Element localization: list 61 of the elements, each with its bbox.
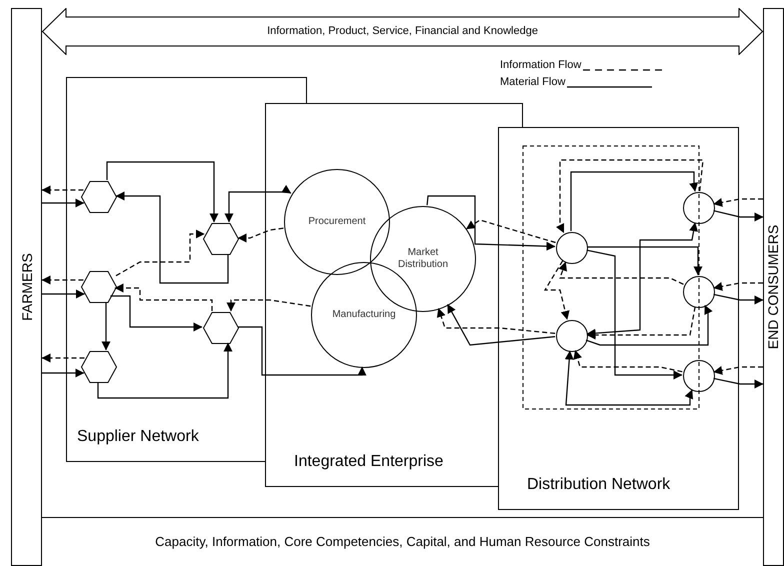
material-flow-arrow <box>587 246 702 276</box>
material-flow-arrow <box>97 342 232 399</box>
legend-label: Material Flow <box>500 77 566 88</box>
material-flow-arrow <box>713 210 764 222</box>
bar-label: END CONSUMERS <box>766 224 780 350</box>
arrow-label: Information, Product, Service, Financial and Knowledge <box>267 24 538 40</box>
information-flow-arrow <box>556 159 704 234</box>
panel-title: Integrated Enterprise <box>294 452 444 472</box>
information-flow-arrow <box>713 198 763 207</box>
information-flow-arrow <box>436 308 556 334</box>
circle-label: Manufacturing <box>332 308 396 322</box>
material-flow-arrow <box>238 326 366 376</box>
double-arrow-shape <box>42 8 763 55</box>
information-flow-arrow <box>226 299 311 312</box>
network-panel <box>265 103 498 487</box>
hexagon-node <box>81 271 117 303</box>
band-label: Capacity, Information, Core Competencies, Capital, and Human Resource Constraints <box>155 533 650 552</box>
hexagon-node <box>203 312 239 344</box>
information-flow-arrow <box>466 219 556 244</box>
material-flow-arrow <box>42 290 85 298</box>
material-flow-arrow <box>224 184 292 222</box>
panel-title: Supplier Network <box>77 427 199 447</box>
hexagon-node <box>81 181 117 213</box>
material-flow-arrow <box>116 192 229 284</box>
material-flow-arrow <box>106 161 218 222</box>
material-flow-arrow <box>102 302 110 350</box>
information-flow-arrow <box>713 282 763 291</box>
information-flow-arrow <box>573 350 682 372</box>
information-flow-arrow <box>558 262 684 285</box>
legend-label: Information Flow <box>500 60 582 71</box>
information-flow-arrow <box>114 284 213 311</box>
material-flow-arrow <box>110 295 202 332</box>
network-panel <box>498 127 739 510</box>
material-flow-arrow <box>447 304 556 346</box>
material-flow-arrow <box>586 305 713 346</box>
stakeholder-bar <box>11 8 42 566</box>
information-flow-arrow <box>713 366 763 375</box>
stakeholder-bar <box>763 8 784 566</box>
information-flow-arrow <box>42 276 84 284</box>
information-flow-arrow <box>586 306 696 340</box>
circle-label: Market Distribution <box>396 246 450 272</box>
material-flow-arrow <box>713 378 764 388</box>
bar-label: FARMERS <box>20 253 34 321</box>
material-flow-arrow <box>586 250 682 380</box>
network-panel <box>66 77 265 462</box>
information-flow-arrow <box>116 230 205 276</box>
material-flow-arrow <box>713 294 764 304</box>
information-flow-arrow <box>42 186 84 194</box>
material-flow-arrow <box>426 195 556 251</box>
information-flow-arrow <box>238 228 284 242</box>
hexagon-node <box>203 223 239 255</box>
information-flow-arrow <box>544 260 570 320</box>
circle-label: Procurement <box>308 216 366 228</box>
material-flow-arrow <box>570 171 698 231</box>
panel-title: Distribution Network <box>527 475 670 495</box>
information-flow-arrow <box>42 354 84 362</box>
hexagon-node <box>81 351 117 383</box>
material-flow-arrow <box>564 350 693 406</box>
material-flow-arrow <box>42 198 84 208</box>
material-flow-arrow <box>586 222 698 338</box>
material-flow-arrow <box>42 368 84 378</box>
